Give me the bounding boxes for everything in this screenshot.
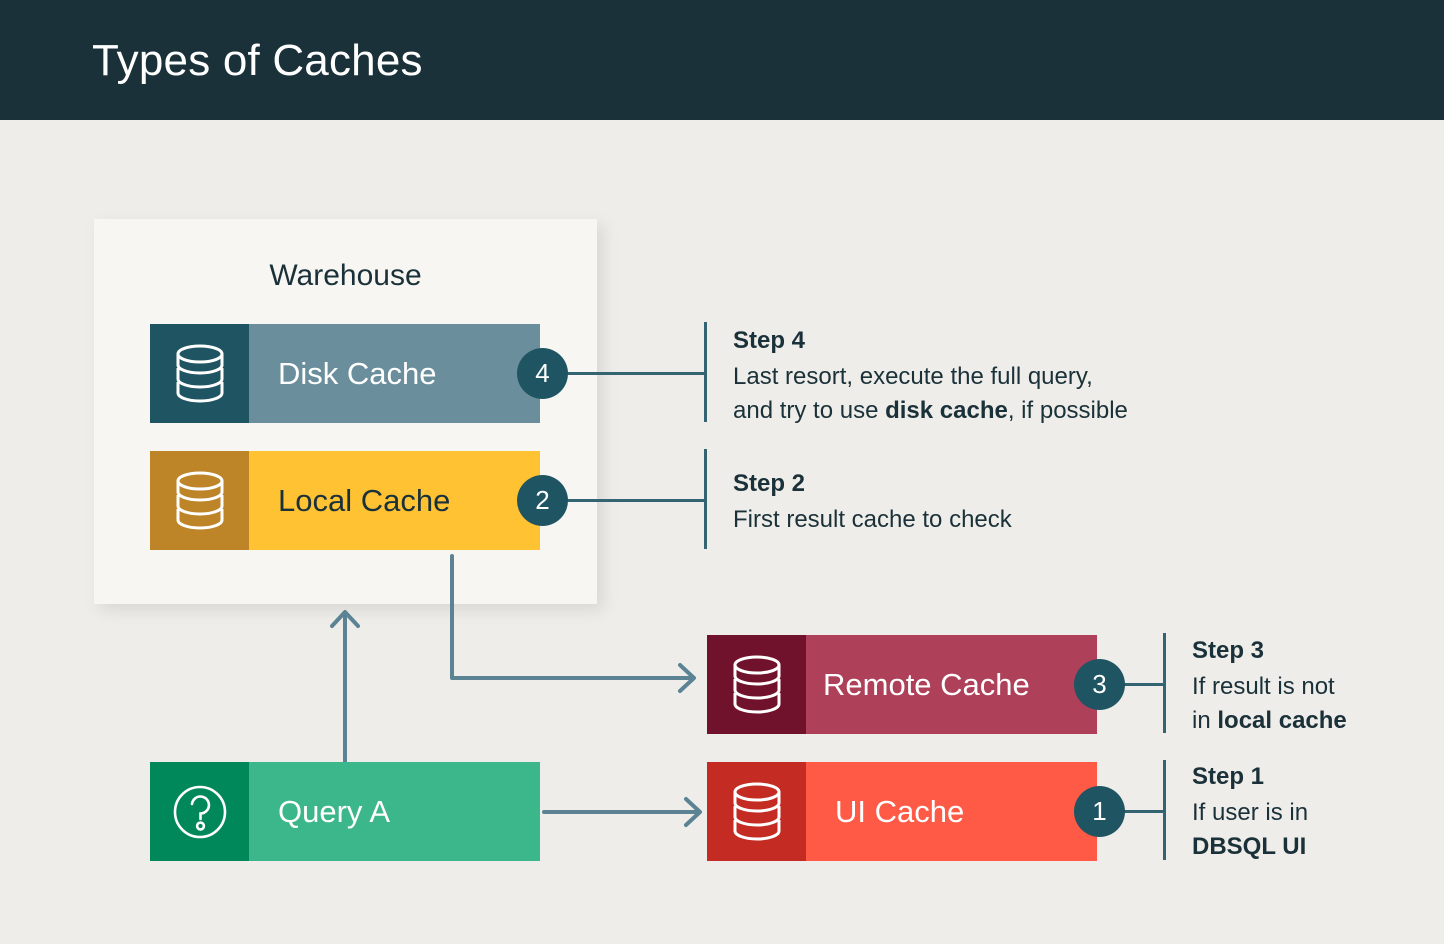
step-4-line-2-post: , if possible <box>1007 397 1128 424</box>
ui-cache-body: UI Cache <box>806 762 1097 861</box>
page-header: Types of Caches <box>0 0 1444 120</box>
ui-cache-bar[interactable]: UI Cache <box>707 762 1097 861</box>
remote-cache-body: Remote Cache <box>806 635 1097 734</box>
disk-cache-label: Disk Cache <box>278 355 437 391</box>
query-a-label: Query A <box>278 793 390 829</box>
step-3-line-2-pre: in <box>1192 707 1218 734</box>
database-icon <box>707 762 806 861</box>
database-icon <box>150 451 249 550</box>
step-badge-3[interactable]: 3 <box>1074 659 1125 710</box>
database-icon-glyph <box>176 344 223 403</box>
step-4-annotation: Step 4 Last resort, execute the full que… <box>733 324 1253 428</box>
database-icon-glyph <box>733 655 780 714</box>
disk-cache-body: Disk Cache <box>249 324 540 423</box>
step-badge-1[interactable]: 1 <box>1074 786 1125 837</box>
step-4-title: Step 4 <box>733 327 806 354</box>
step-badge-2[interactable]: 2 <box>517 475 568 526</box>
step-4-line-1: Last resort, execute the full query, <box>733 360 1253 394</box>
step-3-line-1: If result is not <box>1192 670 1442 704</box>
step-3-line-2-emphasis: local cache <box>1217 707 1347 734</box>
step-1-annotation: Step 1 If user is in DBSQL UI <box>1192 760 1442 864</box>
step-2-line-1: First result cache to check <box>733 503 1153 537</box>
step-badge-4[interactable]: 4 <box>517 348 568 399</box>
database-icon <box>150 324 249 423</box>
step-1-line-2: DBSQL UI <box>1192 830 1442 864</box>
bracket-step-1 <box>1163 760 1166 860</box>
database-icon-glyph <box>733 782 780 841</box>
warehouse-label: Warehouse <box>269 259 422 292</box>
question-circle-icon <box>150 762 249 861</box>
step-3-title: Step 3 <box>1192 637 1265 664</box>
bracket-step-4 <box>704 322 707 422</box>
step-1-line-1: If user is in <box>1192 796 1442 830</box>
arrow-local-cache-to-remote-cache <box>450 554 696 693</box>
connector-line-step-1 <box>1122 810 1166 813</box>
arrow-query-to-ui-cache <box>542 797 702 827</box>
local-cache-bar[interactable]: Local Cache <box>150 451 540 550</box>
step-2-annotation: Step 2 First result cache to check <box>733 467 1153 537</box>
query-a-body: Query A <box>249 762 540 861</box>
database-icon-glyph <box>176 471 223 530</box>
step-4-line-2: and try to use disk cache, if possible <box>733 394 1253 428</box>
step-1-line-2-emphasis: DBSQL UI <box>1192 833 1307 860</box>
connector-line-step-4 <box>565 372 706 375</box>
step-3-line-2: in local cache <box>1192 704 1442 738</box>
local-cache-label: Local Cache <box>278 482 451 518</box>
connector-line-step-3 <box>1122 683 1166 686</box>
bracket-step-2 <box>704 449 707 549</box>
step-4-line-2-emphasis: disk cache <box>885 397 1008 424</box>
remote-cache-bar[interactable]: Remote Cache <box>707 635 1097 734</box>
step-4-line-1-text: Last resort, execute the full query, <box>733 363 1093 390</box>
arrow-query-to-warehouse <box>330 610 360 765</box>
database-icon <box>707 635 806 734</box>
remote-cache-label: Remote Cache <box>823 666 1030 702</box>
bracket-step-3 <box>1163 633 1166 733</box>
query-a-bar[interactable]: Query A <box>150 762 540 861</box>
question-circle-icon-glyph <box>173 785 226 838</box>
step-3-line-1-text: If result is not <box>1192 673 1335 700</box>
step-2-title: Step 2 <box>733 470 806 497</box>
connector-line-step-2 <box>565 499 706 502</box>
step-3-annotation: Step 3 If result is not in local cache <box>1192 634 1442 738</box>
step-2-line-1-text: First result cache to check <box>733 506 1012 533</box>
ui-cache-label: UI Cache <box>835 793 965 829</box>
page-title: Types of Caches <box>92 36 423 85</box>
local-cache-body: Local Cache <box>249 451 540 550</box>
step-4-line-2-pre: and try to use <box>733 397 886 424</box>
disk-cache-bar[interactable]: Disk Cache <box>150 324 540 423</box>
step-1-title: Step 1 <box>1192 763 1265 790</box>
step-1-line-1-text: If user is in <box>1192 799 1309 826</box>
